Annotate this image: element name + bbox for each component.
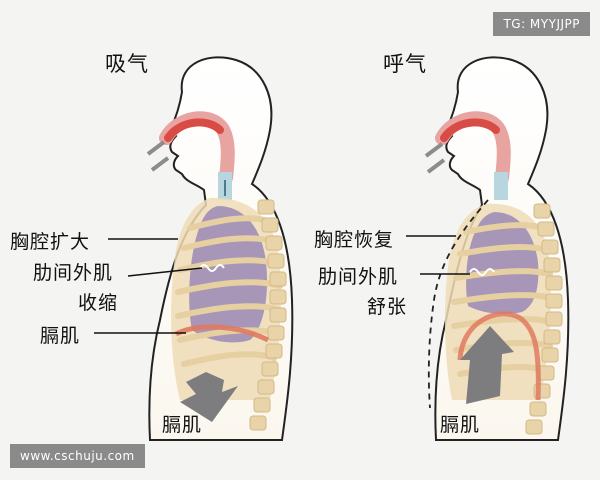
inhale-intercostal-mark: [199, 264, 225, 272]
exhale-intercostal-mark: [469, 268, 495, 276]
exhale-figure: [406, 56, 570, 441]
exhale-diaphragm-arrow: [460, 326, 514, 404]
exhale-lung: [466, 212, 539, 314]
exhale-intercostal-label: 肋间外肌: [318, 266, 399, 288]
inhale-intercostal-label: 肋间外肌: [33, 262, 114, 284]
inhale-title: 吸气: [105, 52, 149, 76]
exhale-diaphragm: [457, 311, 541, 401]
exhale-diaphragm-bottom-label: 膈肌: [440, 414, 481, 436]
exhale-chest-dashed-outline: [427, 199, 489, 409]
watermark-top: TG: MYYJJPP: [493, 12, 590, 36]
exhale-title: 呼气: [383, 52, 427, 76]
inhale-spine: [249, 199, 287, 431]
inhale-air-arrows: [146, 140, 170, 172]
inhale-chest-label: 胸腔扩大: [10, 231, 91, 253]
exhale-intercostal-state: 舒张: [367, 296, 408, 318]
inhale-diaphragm: [174, 324, 270, 343]
inhale-intercostal-state: 收缩: [78, 292, 119, 314]
exhale-air-arrows: [424, 142, 446, 174]
inhale-diaphragm-arrow: [180, 372, 238, 422]
watermark-bottom: www.cschuju.com: [10, 444, 145, 468]
inhale-figure: [94, 56, 294, 441]
inhale-leader-intercostal: [127, 267, 203, 277]
exhale-chest-label: 胸腔恢复: [314, 229, 395, 251]
inhale-diaphragm-bottom-label: 膈肌: [162, 414, 203, 436]
exhale-spine: [525, 203, 563, 435]
inhale-diaphragm-label: 膈肌: [40, 325, 81, 347]
